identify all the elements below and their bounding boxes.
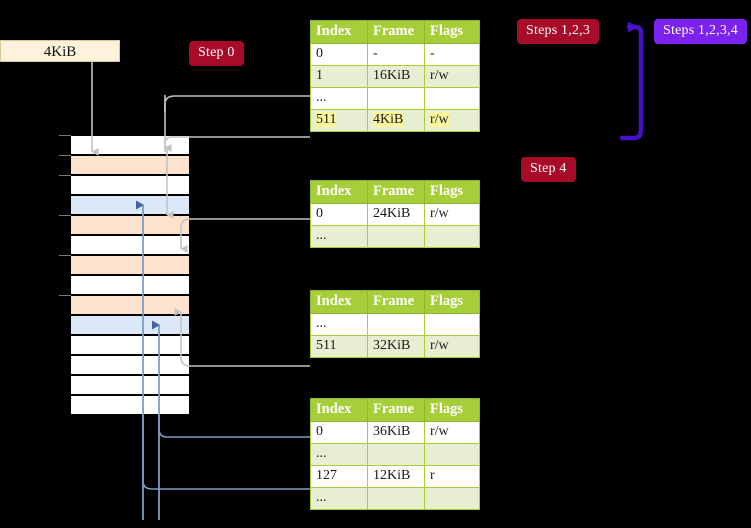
memory-column — [70, 135, 190, 415]
column-header-flags: Flags — [424, 398, 480, 422]
column-header-frame: Frame — [367, 20, 425, 44]
badge-step-0: Step 0 — [189, 41, 244, 66]
column-header-index: Index — [310, 398, 368, 422]
table-cell-flags: r/w — [424, 109, 480, 132]
memory-block — [70, 375, 190, 395]
table-cell-frame: 24KiB — [367, 203, 425, 226]
memory-block — [70, 255, 190, 275]
table-cell-index: ... — [310, 225, 368, 248]
table-cell-flags — [424, 225, 480, 248]
memory-block — [70, 195, 190, 215]
table-cell-index: ... — [310, 487, 368, 510]
table-cell-frame — [367, 313, 425, 336]
table-cell-flags — [424, 487, 480, 510]
table-cell-index: ... — [310, 87, 368, 110]
memory-tick-mark — [59, 295, 71, 296]
memory-tick-mark — [59, 135, 71, 136]
badge-steps-123: Steps 1,2,3 — [517, 19, 600, 44]
page-box-label: 4KiB — [43, 44, 77, 60]
table-cell-flags: r — [424, 465, 480, 488]
table-cell-frame — [367, 443, 425, 466]
table-cell-frame — [367, 87, 425, 110]
column-header-frame: Frame — [367, 180, 425, 204]
memory-tick-mark — [59, 155, 71, 156]
column-header-frame: Frame — [367, 398, 425, 422]
table-cell-index: ... — [310, 443, 368, 466]
table-cell-frame: 32KiB — [367, 335, 425, 358]
table-cell-frame: 4KiB — [367, 109, 425, 132]
badge-steps-1234: Steps 1,2,3,4 — [654, 19, 747, 44]
table-cell-flags — [424, 443, 480, 466]
table-cell-index: 0 — [310, 203, 368, 226]
memory-block — [70, 355, 190, 375]
column-header-index: Index — [310, 290, 368, 314]
memory-block — [70, 215, 190, 235]
memory-block — [70, 395, 190, 415]
column-header-index: Index — [310, 180, 368, 204]
memory-block — [70, 275, 190, 295]
table-row: ... — [310, 443, 480, 466]
column-header-flags: Flags — [424, 180, 480, 204]
table-cell-frame — [367, 225, 425, 248]
table-cell-index: 0 — [310, 421, 368, 444]
table-cell-flags: r/w — [424, 203, 480, 226]
table-cell-frame: 12KiB — [367, 465, 425, 488]
table-cell-index: 0 — [310, 43, 368, 66]
memory-block — [70, 155, 190, 175]
memory-block — [70, 235, 190, 255]
memory-block — [70, 335, 190, 355]
table-cell-index: ... — [310, 313, 368, 336]
page-box-4kib: 4KiB — [0, 40, 120, 62]
table-cell-frame: 36KiB — [367, 421, 425, 444]
table-row: ... — [310, 487, 480, 510]
table-cell-flags: r/w — [424, 335, 480, 358]
table-cell-flags — [424, 313, 480, 336]
column-header-flags: Flags — [424, 290, 480, 314]
memory-tick-mark — [59, 175, 71, 176]
memory-tick-mark — [59, 255, 71, 256]
table-cell-flags — [424, 87, 480, 110]
memory-block — [70, 175, 190, 195]
table-row: ... — [310, 313, 480, 336]
table-row: 0-- — [310, 43, 480, 66]
table-cell-frame: 16KiB — [367, 65, 425, 88]
table-row: ... — [310, 225, 480, 248]
table-cell-index: 511 — [310, 335, 368, 358]
table-cell-index: 511 — [310, 109, 368, 132]
column-header-frame: Frame — [367, 290, 425, 314]
table-row: ... — [310, 87, 480, 110]
memory-block — [70, 315, 190, 335]
memory-tick-mark — [59, 215, 71, 216]
table-cell-index: 127 — [310, 465, 368, 488]
table-cell-frame — [367, 487, 425, 510]
memory-block — [70, 135, 190, 155]
table-cell-flags: r/w — [424, 421, 480, 444]
table-cell-flags: r/w — [424, 65, 480, 88]
column-header-index: Index — [310, 20, 368, 44]
table-cell-flags: - — [424, 43, 480, 66]
table-cell-frame: - — [367, 43, 425, 66]
memory-block — [70, 295, 190, 315]
column-header-flags: Flags — [424, 20, 480, 44]
badge-step-4: Step 4 — [521, 157, 576, 182]
table-cell-index: 1 — [310, 65, 368, 88]
